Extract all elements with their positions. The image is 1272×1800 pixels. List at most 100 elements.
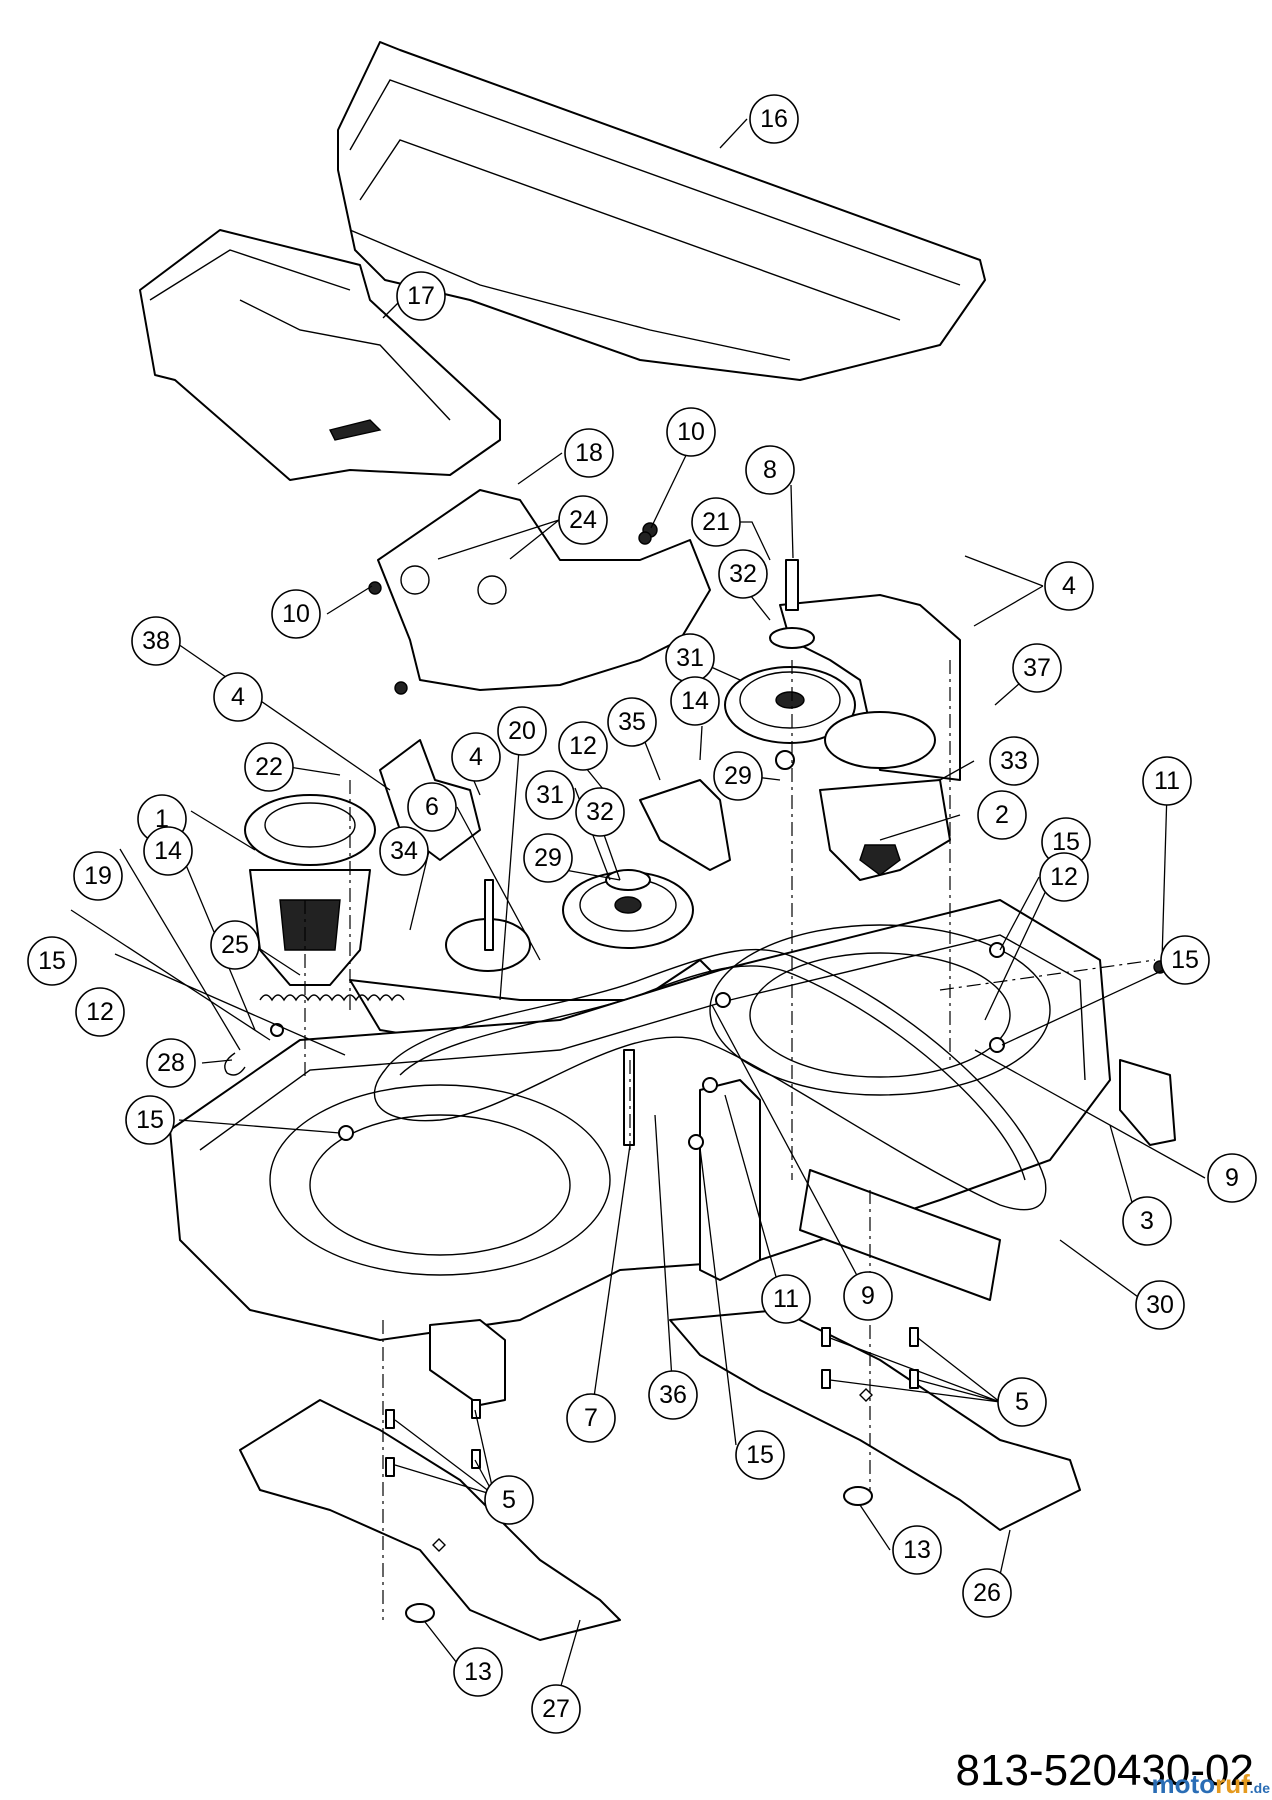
svg-text:11: 11 — [773, 1285, 799, 1313]
svg-text:4: 4 — [469, 743, 483, 771]
callout-3: 3 — [1122, 1196, 1172, 1246]
part-27-blade-left — [239, 1399, 621, 1641]
part-26-blade-right — [669, 1309, 1081, 1531]
callout-32: 32 — [575, 787, 625, 837]
svg-text:25: 25 — [221, 931, 249, 959]
part-16-discharge-chute — [337, 41, 986, 381]
callout-13: 13 — [892, 1525, 942, 1575]
svg-text:2: 2 — [995, 801, 1009, 829]
svg-text:11: 11 — [1154, 767, 1180, 795]
svg-text:14: 14 — [681, 687, 709, 715]
callout-31: 31 — [665, 633, 715, 683]
svg-text:4: 4 — [1062, 572, 1076, 600]
svg-text:5: 5 — [1015, 1388, 1029, 1416]
assembly-axis-lines — [304, 660, 1156, 1620]
part-13-washers — [405, 1486, 873, 1623]
callout-24: 24 — [558, 495, 608, 545]
callout-32: 32 — [718, 549, 768, 599]
svg-text:15: 15 — [1052, 828, 1080, 856]
callout-11: 11 — [1142, 756, 1192, 806]
svg-text:6: 6 — [425, 793, 439, 821]
part-22-drive-spindle — [244, 794, 376, 986]
callout-12: 12 — [558, 721, 608, 771]
callout-4: 4 — [213, 672, 263, 722]
svg-text:1: 1 — [155, 805, 169, 833]
part-25-spring — [259, 994, 405, 1002]
svg-text:3: 3 — [1140, 1207, 1154, 1235]
svg-text:12: 12 — [86, 998, 114, 1026]
svg-text:15: 15 — [136, 1106, 164, 1134]
svg-text:5: 5 — [502, 1486, 516, 1514]
callout-29: 29 — [523, 833, 573, 883]
callout-7: 7 — [566, 1393, 616, 1443]
svg-text:30: 30 — [1146, 1291, 1174, 1319]
svg-text:10: 10 — [677, 418, 705, 446]
part-bracket-front-right — [1119, 1059, 1176, 1146]
callout-12: 12 — [1039, 852, 1089, 902]
svg-text:7: 7 — [584, 1404, 598, 1432]
callout-16: 16 — [749, 94, 799, 144]
svg-text:12: 12 — [1050, 863, 1078, 891]
svg-text:22: 22 — [255, 753, 283, 781]
svg-text:21: 21 — [702, 508, 730, 536]
watermark-suffix: .de — [1249, 1780, 1270, 1796]
callout-17: 17 — [396, 271, 446, 321]
watermark-part-1: moto — [1151, 1769, 1216, 1799]
svg-text:15: 15 — [746, 1441, 774, 1469]
callout-36: 36 — [648, 1370, 698, 1420]
svg-text:35: 35 — [618, 708, 646, 736]
svg-text:38: 38 — [142, 627, 170, 655]
svg-text:24: 24 — [569, 506, 597, 534]
callout-20: 20 — [497, 706, 547, 756]
callout-27: 27 — [531, 1684, 581, 1734]
part-5-bolts — [385, 1327, 919, 1477]
callout-31: 31 — [525, 770, 575, 820]
svg-text:28: 28 — [157, 1049, 185, 1077]
callout-29: 29 — [713, 751, 763, 801]
svg-text:16: 16 — [760, 105, 788, 133]
part-33-spindle-assembly — [819, 711, 951, 881]
svg-text:20: 20 — [508, 717, 536, 745]
svg-text:26: 26 — [973, 1579, 1001, 1607]
callout-28: 28 — [146, 1038, 196, 1088]
callout-6: 6 — [407, 782, 457, 832]
svg-text:19: 19 — [84, 862, 112, 890]
callout-26: 26 — [962, 1568, 1012, 1618]
callout-37: 37 — [1012, 643, 1062, 693]
watermark-part-2: ruf — [1215, 1769, 1250, 1799]
callout-15: 15 — [27, 936, 77, 986]
callout-11: 11 — [761, 1274, 811, 1324]
svg-text:33: 33 — [1000, 747, 1028, 775]
callout-4: 4 — [451, 732, 501, 782]
callout-9: 9 — [843, 1271, 893, 1321]
svg-text:37: 37 — [1023, 654, 1051, 682]
svg-text:12: 12 — [569, 732, 597, 760]
svg-text:27: 27 — [542, 1695, 570, 1723]
callout-15: 15 — [1160, 935, 1210, 985]
callout-10: 10 — [271, 589, 321, 639]
svg-text:13: 13 — [464, 1658, 492, 1686]
callout-21: 21 — [691, 497, 741, 547]
svg-text:9: 9 — [861, 1282, 875, 1310]
callout-22: 22 — [244, 742, 294, 792]
svg-text:14: 14 — [154, 837, 182, 865]
callout-33: 33 — [989, 736, 1039, 786]
callout-25: 25 — [210, 920, 260, 970]
callout-18: 18 — [564, 428, 614, 478]
callout-13: 13 — [453, 1647, 503, 1697]
callout-5: 5 — [484, 1475, 534, 1525]
svg-text:31: 31 — [676, 644, 704, 672]
part-hardware-small — [224, 531, 1167, 1150]
document-number: 813-520430-02 — [955, 1746, 1254, 1795]
callout-14: 14 — [670, 676, 720, 726]
callout-38: 38 — [131, 616, 181, 666]
svg-text:17: 17 — [407, 282, 435, 310]
svg-text:15: 15 — [1171, 946, 1199, 974]
callout-30: 30 — [1135, 1280, 1185, 1330]
svg-text:15: 15 — [38, 947, 66, 975]
svg-text:10: 10 — [282, 600, 310, 628]
svg-text:13: 13 — [903, 1536, 931, 1564]
callout-14: 14 — [143, 826, 193, 876]
part-bracket-front-left — [429, 1319, 506, 1406]
